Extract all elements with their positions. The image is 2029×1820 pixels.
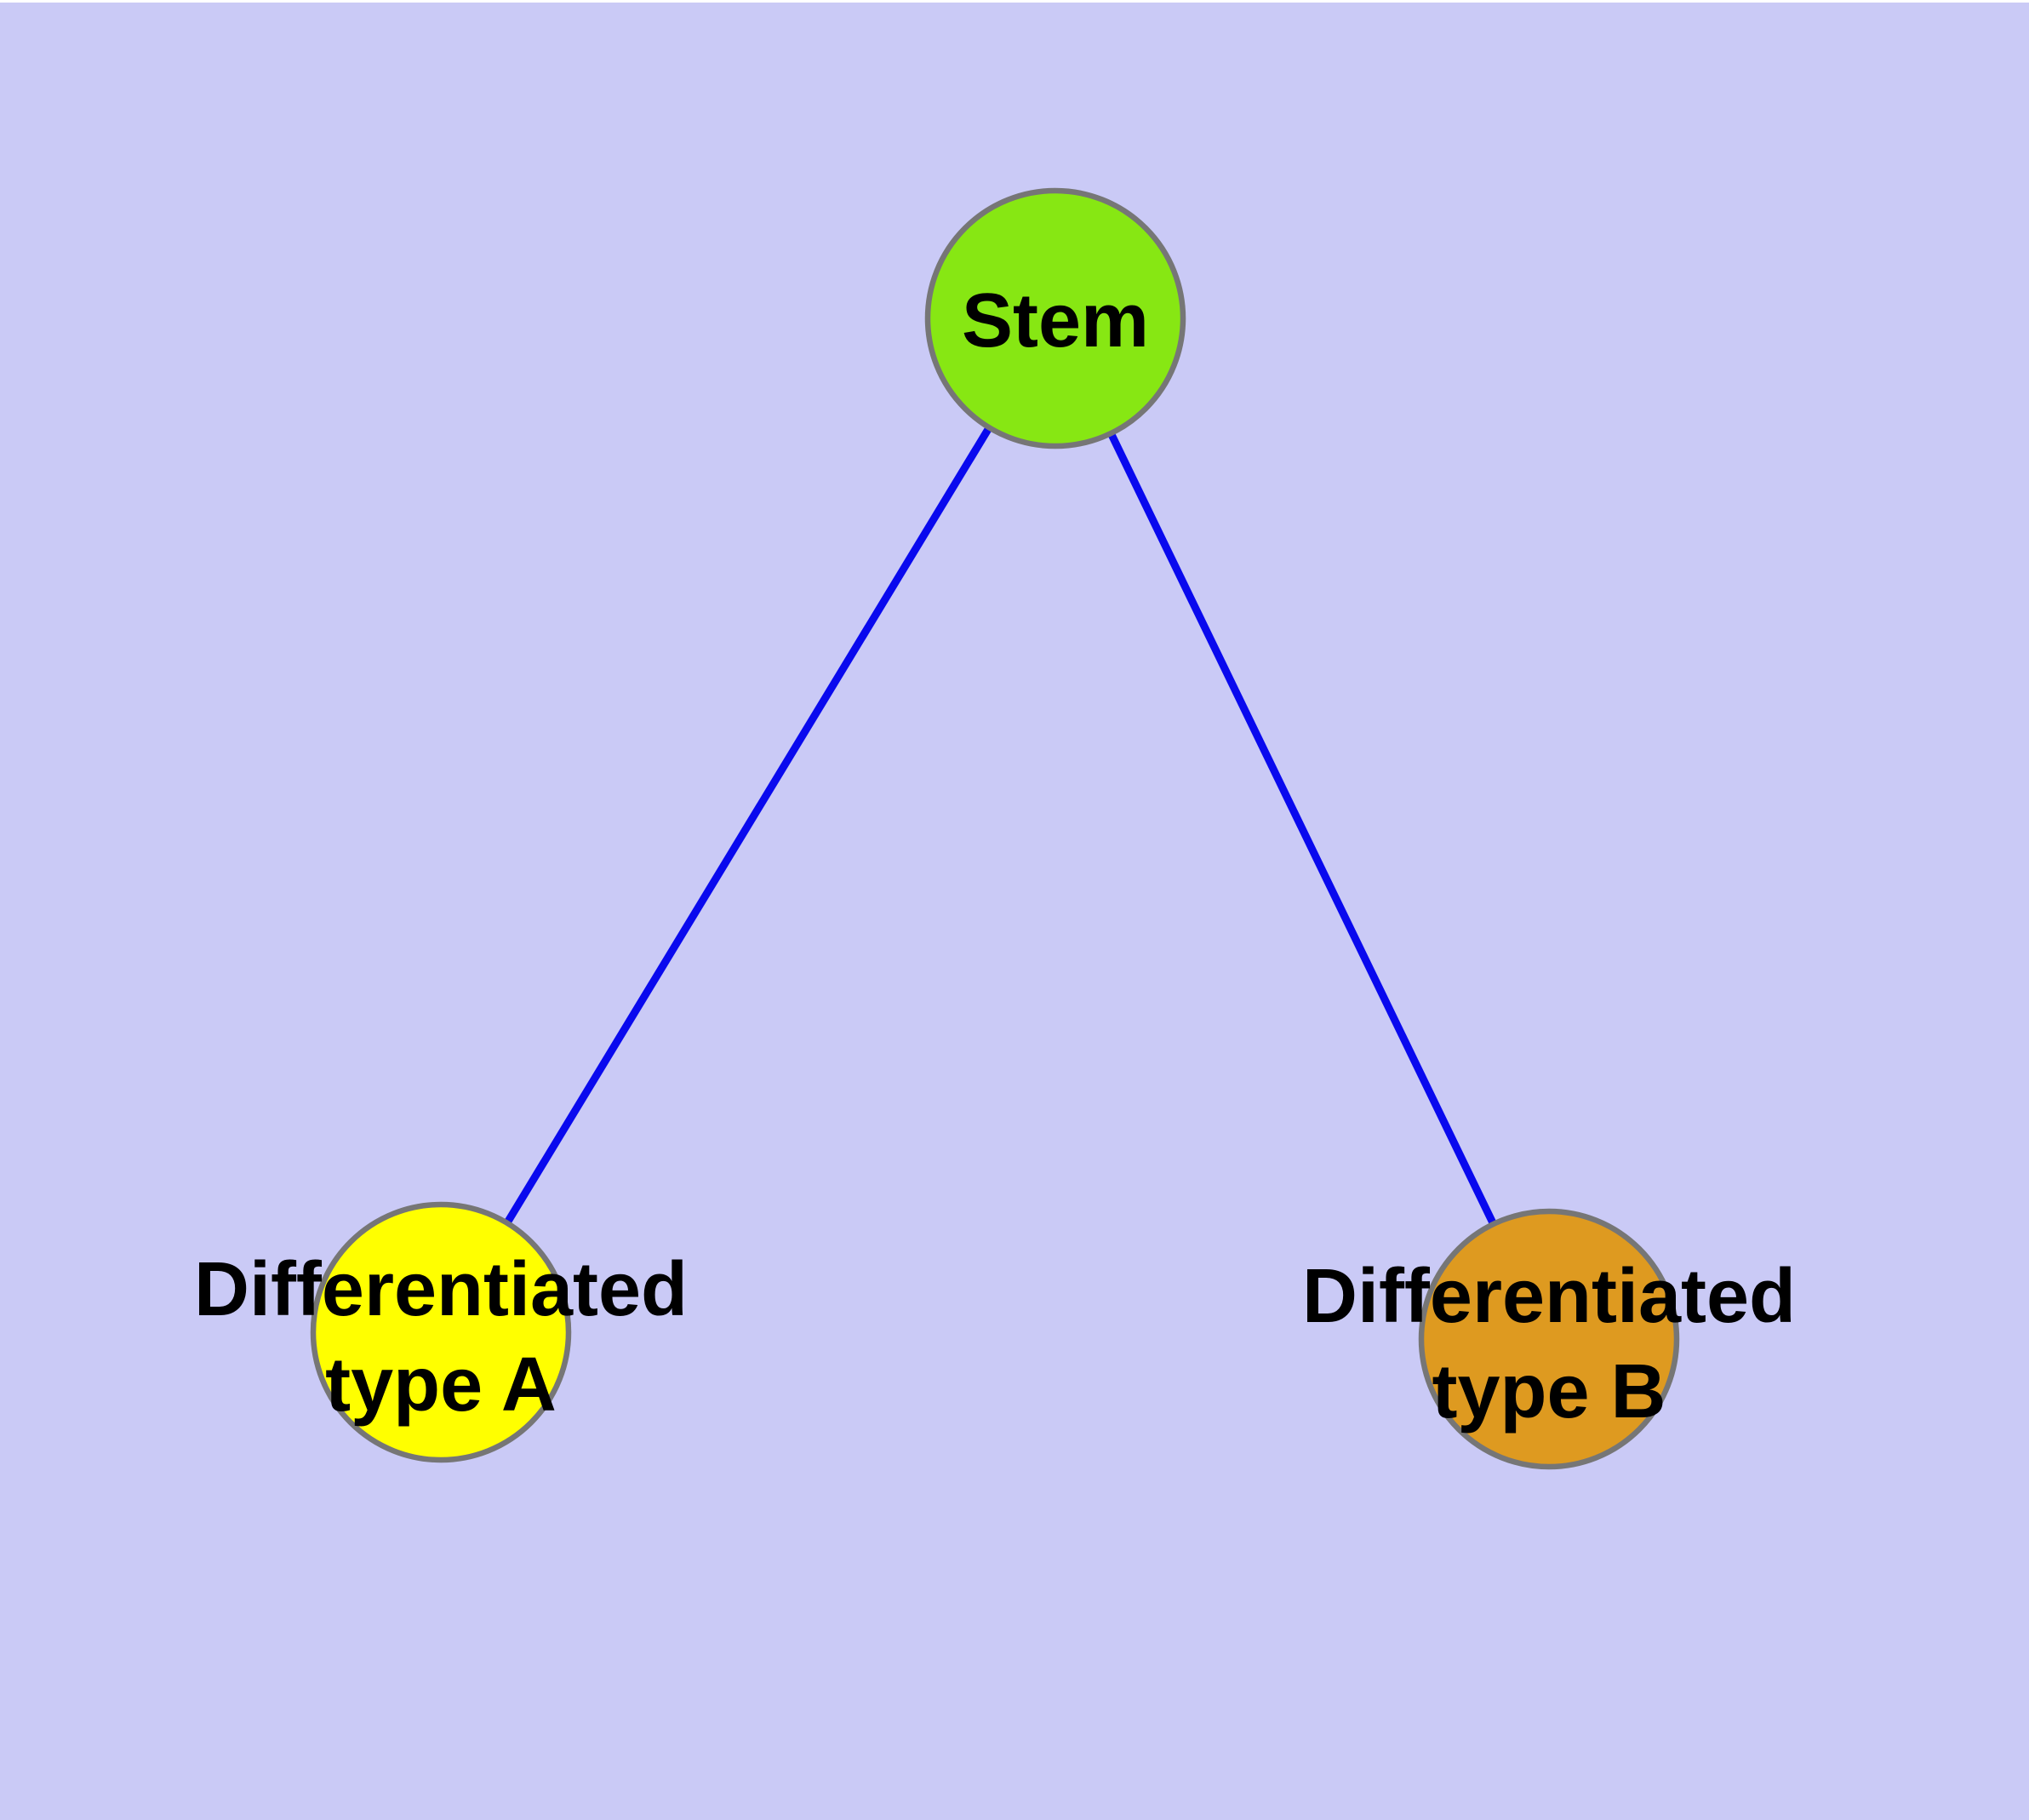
edge-stem-to-differentiated-type-a: [437, 316, 1059, 1335]
top-strip: [0, 0, 2029, 3]
edge-stem-to-differentiated-type-b: [1051, 317, 1553, 1341]
nodes-layer: [310, 187, 1680, 1470]
edges-layer: [437, 316, 1553, 1341]
node-stem-label: Stem: [962, 278, 1149, 363]
node-differentiated-type-b-circle: [1418, 1208, 1680, 1470]
node-stem-circle: [924, 187, 1186, 449]
node-differentiated-type-a-circle: [310, 1201, 572, 1463]
